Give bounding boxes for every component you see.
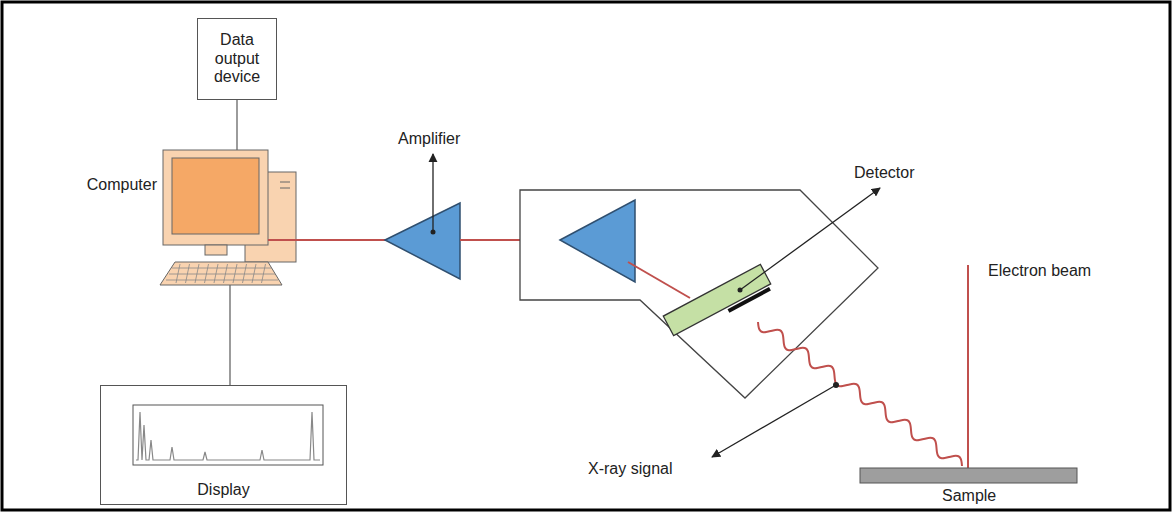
electron-beam	[967, 265, 969, 468]
x-ray-wave	[758, 322, 962, 466]
signal-wire	[628, 262, 690, 298]
connector-line	[229, 285, 230, 385]
part-label: Amplifier	[396, 130, 462, 148]
display-screen	[133, 405, 323, 465]
part-label: Electron beam	[986, 262, 1093, 280]
leader-line	[740, 188, 880, 290]
sample-bar	[860, 468, 1077, 483]
display-box: Display	[100, 385, 347, 505]
amplifier-symbol	[385, 203, 460, 279]
spectrum-trace	[136, 412, 320, 460]
box-text: Data output device	[204, 31, 270, 86]
output-device-box: Data output device	[197, 18, 277, 100]
part-label: Sample	[940, 487, 998, 505]
leader-line	[712, 385, 836, 457]
detector-crystal	[663, 264, 772, 339]
leader-line	[432, 154, 433, 232]
computer-label: Computer	[85, 176, 159, 194]
signal-wire	[268, 239, 385, 241]
preamplifier-symbol	[560, 200, 635, 282]
display-label: Display	[101, 481, 346, 499]
computer-icon	[160, 150, 296, 285]
connector-line	[236, 100, 237, 150]
part-label: Detector	[852, 164, 916, 182]
part-label: X-ray signal	[586, 460, 674, 478]
computer-node: Computer	[163, 150, 297, 285]
